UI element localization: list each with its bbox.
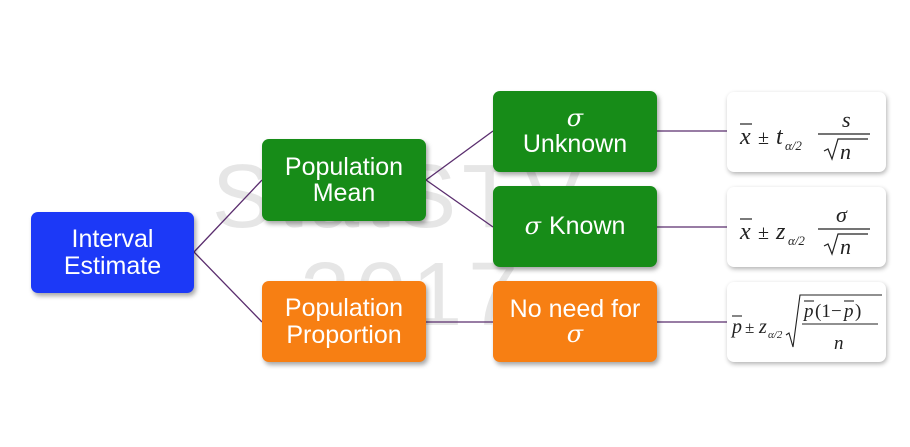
proportion-interval-formula: p ± z α/2 p (1 − p ) n (727, 282, 886, 362)
svg-text:z: z (775, 219, 786, 245)
population-mean-label: Population Mean (284, 152, 404, 207)
svg-text:±: ± (758, 222, 769, 244)
svg-text:n: n (834, 333, 844, 354)
svg-text:): ) (855, 301, 861, 322)
z-interval-formula: x ± z α/2 σ n (727, 187, 886, 267)
connector-mean-unknown (425, 130, 494, 181)
no-need-for-sigma-node: No need for σ (493, 281, 657, 362)
svg-text:σ: σ (836, 202, 848, 227)
svg-text:α/2: α/2 (785, 138, 802, 153)
svg-text:α/2: α/2 (768, 329, 783, 341)
svg-text:z: z (758, 316, 767, 338)
svg-text:n: n (840, 139, 851, 164)
no-need-for-label: No need for (509, 294, 641, 323)
interval-estimate-label: Interval Estimate (63, 225, 162, 280)
connector-root-proportion (193, 251, 263, 323)
sigma-symbol: σ (566, 103, 584, 132)
connector-mean-known (425, 179, 494, 228)
population-mean-node: Population Mean (262, 139, 426, 221)
svg-text:±: ± (745, 318, 754, 337)
svg-text:s: s (842, 107, 851, 132)
svg-text:p: p (842, 301, 854, 322)
t-interval-formula: x ± t α/2 s n (727, 92, 886, 172)
sigma-known-label: Known (548, 212, 626, 241)
population-proportion-node: Population Proportion (262, 281, 426, 362)
sigma-unknown-label: Unknown (522, 129, 628, 158)
connector-root-mean (193, 179, 263, 253)
svg-text:±: ± (758, 127, 769, 149)
svg-text:x: x (739, 219, 751, 245)
svg-text:−: − (831, 301, 842, 322)
t-interval-formula-graphic: x ± t α/2 s n (739, 107, 870, 164)
svg-text:t: t (776, 124, 784, 150)
population-proportion-label: Population Proportion (284, 294, 404, 349)
sigma-unknown-node: σ Unknown (493, 91, 657, 172)
svg-text:n: n (840, 234, 851, 259)
sigma-symbol: σ (566, 320, 584, 349)
proportion-interval-formula-graphic: p ± z α/2 p (1 − p ) n (730, 294, 882, 354)
svg-text:p: p (802, 301, 814, 322)
interval-estimate-node: Interval Estimate (31, 212, 194, 293)
svg-text:(1: (1 (815, 301, 831, 322)
sigma-symbol: σ (524, 211, 541, 240)
z-interval-formula-graphic: x ± z α/2 σ n (739, 202, 870, 259)
svg-text:α/2: α/2 (788, 233, 805, 248)
sigma-known-node: σ Known (493, 186, 657, 267)
svg-text:x: x (739, 124, 751, 150)
svg-text:p: p (730, 316, 742, 338)
